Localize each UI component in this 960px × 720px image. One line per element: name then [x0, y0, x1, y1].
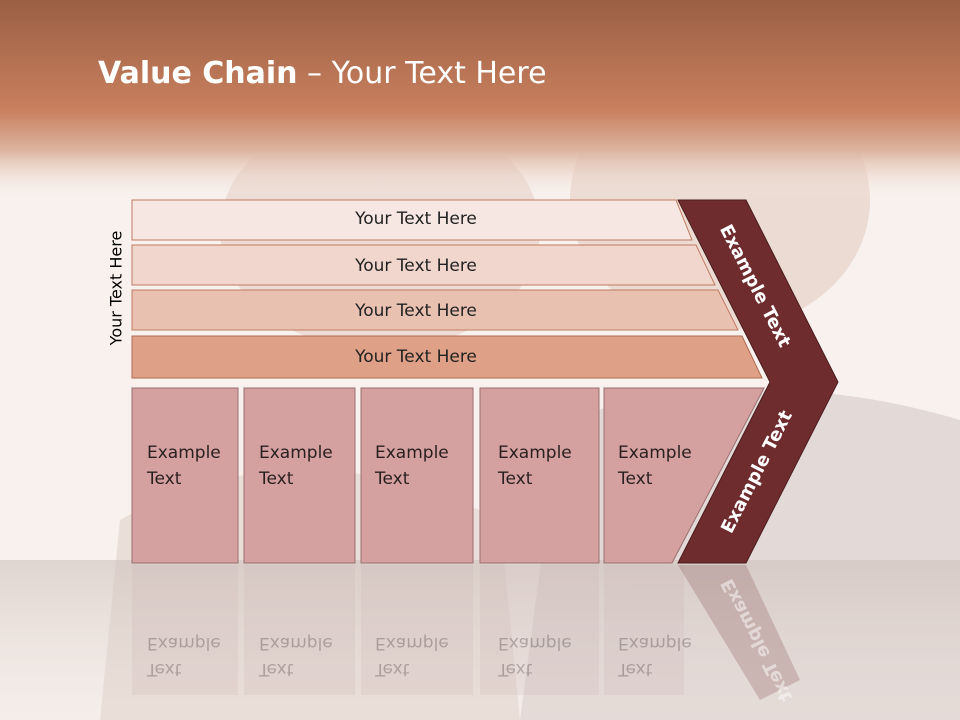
column-4-line1: Example	[498, 443, 572, 463]
row-bar-4	[131, 335, 763, 379]
column-2-line2: Text	[259, 469, 294, 489]
chevron-arrow	[677, 199, 839, 564]
title-rest: – Your Text Here	[297, 56, 547, 91]
row-label-4: Your Text Here	[355, 347, 477, 367]
slide-title: Value Chain – Your Text Here	[98, 56, 547, 91]
column-box-5	[603, 387, 765, 564]
column-box-1	[131, 387, 239, 564]
title-bold: Value Chain	[98, 56, 298, 91]
column-2-line1: Example	[259, 443, 333, 463]
column-box-4	[479, 387, 600, 564]
column-5-line2: Text	[618, 469, 653, 489]
column-4-line2: Text	[498, 469, 533, 489]
column-1-line1: Example	[147, 443, 221, 463]
row-label-1: Your Text Here	[355, 209, 477, 229]
row-label-3: Your Text Here	[355, 301, 477, 321]
column-box-2	[243, 387, 356, 564]
column-box-3	[360, 387, 474, 564]
row-bar-1	[131, 199, 693, 241]
column-3-line1: Example	[375, 443, 449, 463]
row-label-2: Your Text Here	[355, 256, 477, 276]
column-5-line1: Example	[618, 443, 692, 463]
column-3-line2: Text	[375, 469, 410, 489]
row-bar-2	[131, 244, 716, 286]
row-bar-3	[131, 289, 739, 331]
column-1-line2: Text	[147, 469, 182, 489]
